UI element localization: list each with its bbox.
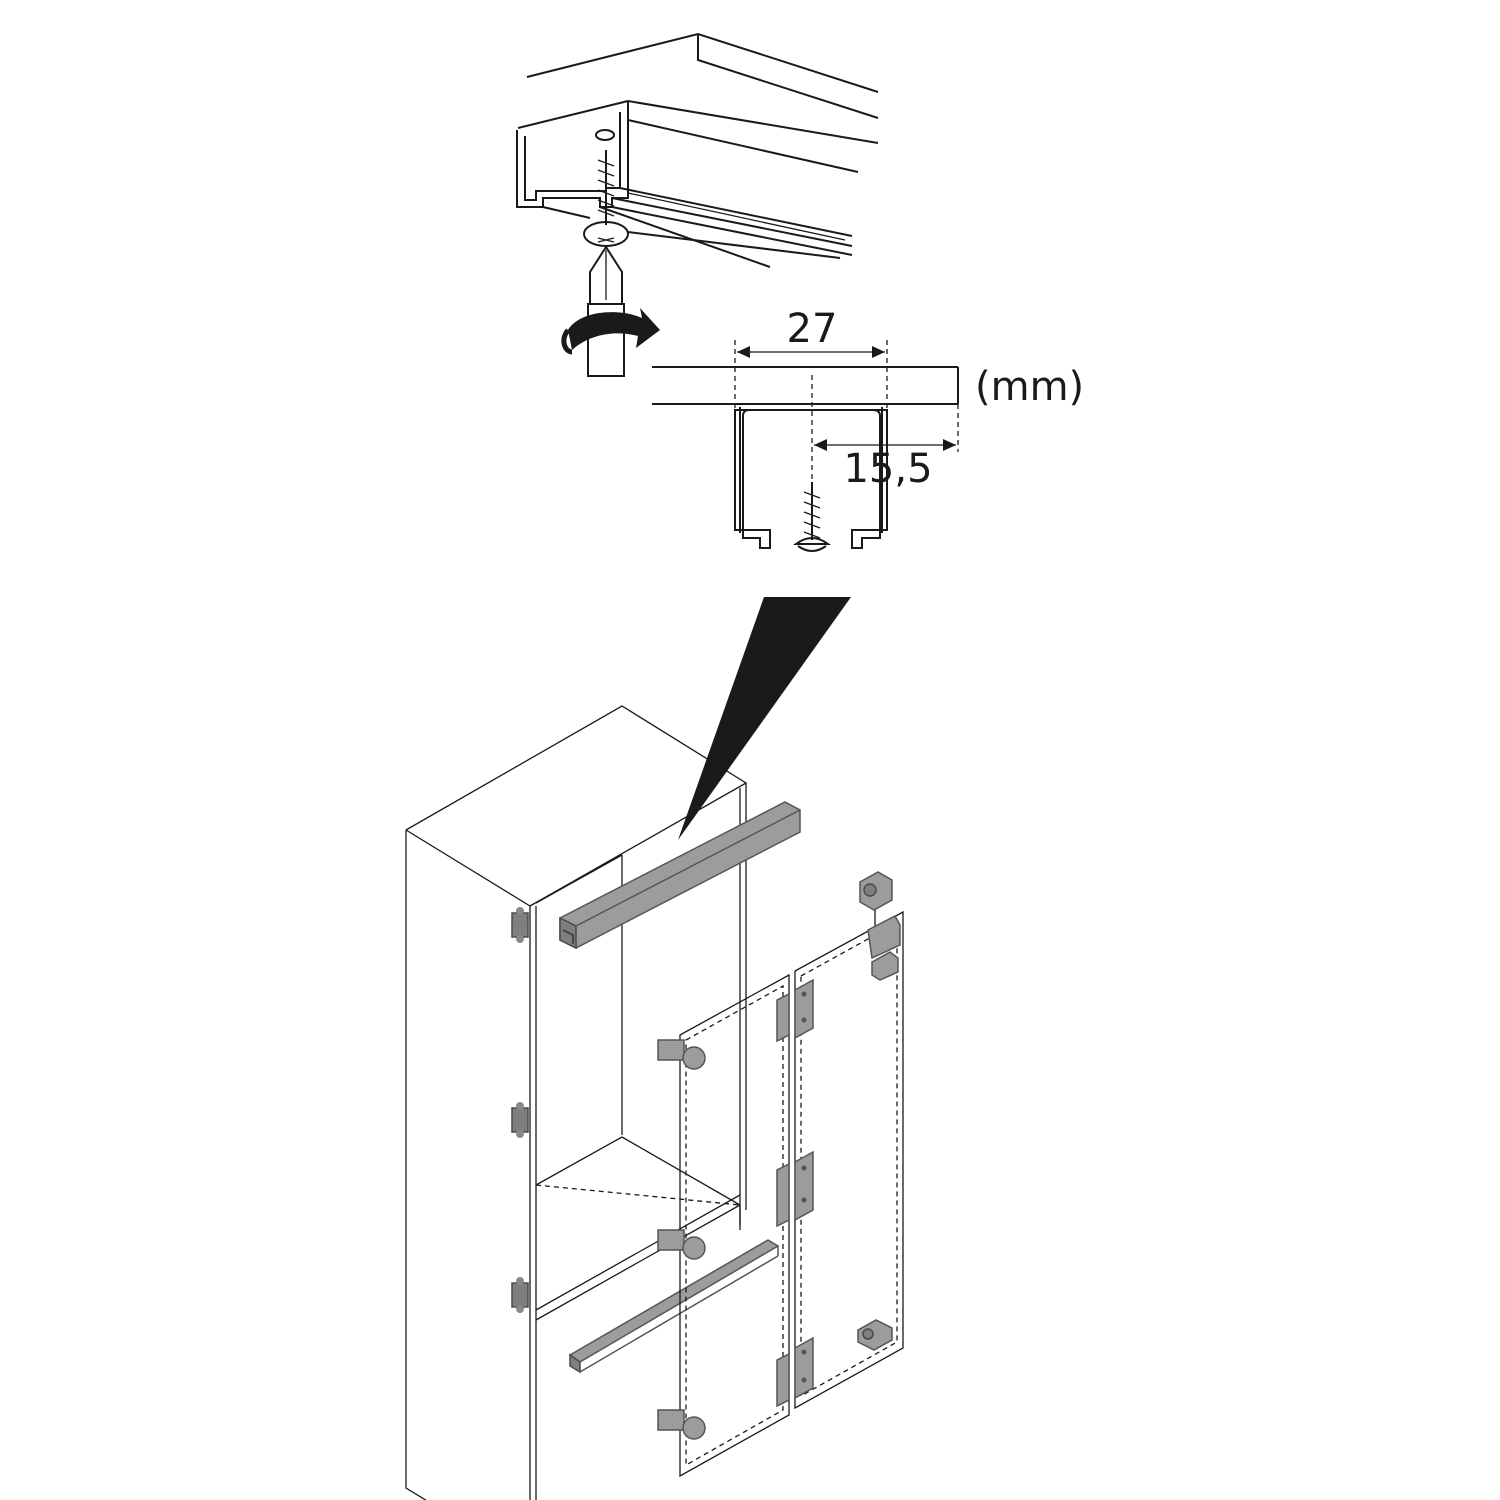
unit-label: (mm) [975,364,1084,410]
curved-arrow-icon [561,308,660,355]
top-roller-carriage [859,871,901,981]
bottom-guide [857,1319,893,1351]
top-track [559,801,801,950]
left-glass-door [679,973,790,1478]
bottom-track [568,1239,780,1374]
screwdriver-icon [587,245,625,377]
track-width-label: 27 [787,306,838,352]
glass-hinges [776,978,814,1408]
door-hinges [657,1039,706,1440]
hinge-plates [511,907,529,1313]
screw-icon [792,482,832,552]
track-cross-section: 27 (mm) 15,5 [652,306,1084,552]
cabinet [405,705,747,1500]
right-glass-door [794,910,904,1410]
ceiling-mount-detail [516,32,879,377]
callout-pointer [678,597,851,840]
